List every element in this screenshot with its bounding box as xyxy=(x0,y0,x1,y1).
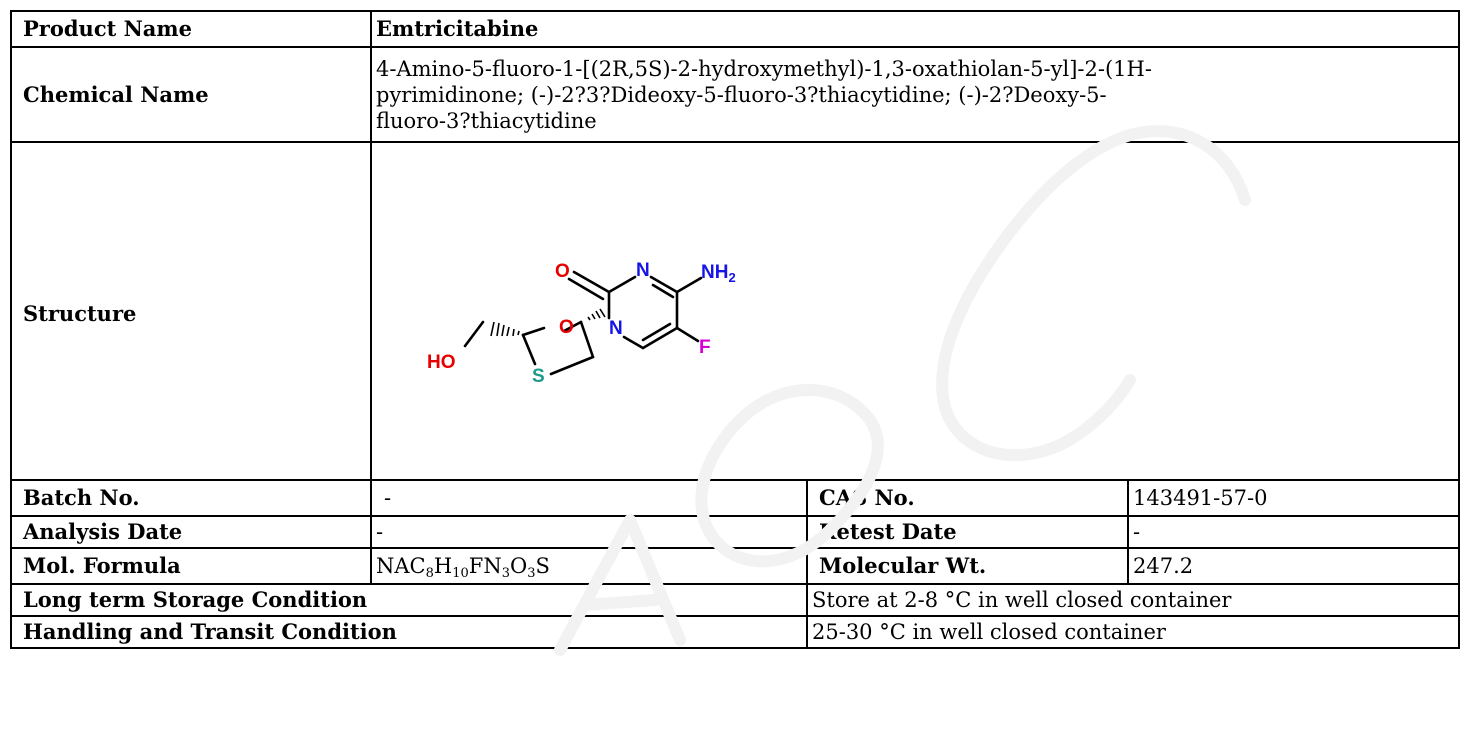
atom-nh2-main: NH xyxy=(701,262,728,283)
molecular-weight-value: 247.2 xyxy=(1126,547,1461,585)
formula-part: H xyxy=(433,554,453,578)
product-info-table: Product Name Emtricitabine Chemical Name… xyxy=(10,10,1461,649)
analysis-date-label: Analysis Date xyxy=(10,515,372,549)
chemical-name-line-3: fluoro-3?thiacytidine xyxy=(376,108,597,133)
atom-n3: N xyxy=(636,260,650,281)
formula-subscript: 10 xyxy=(452,566,469,581)
row-formula: Mol. Formula NAC8H10FN3O3S Molecular Wt.… xyxy=(10,547,1461,585)
atom-ho: HO xyxy=(427,352,456,373)
storage-condition-label: Long term Storage Condition xyxy=(10,583,808,617)
row-structure: Structure xyxy=(10,141,1461,481)
atom-f: F xyxy=(699,337,711,358)
chemical-name-line-1: 4-Amino-5-fluoro-1-[(2R,5S)-2-hydroxymet… xyxy=(376,56,1152,81)
molecular-weight-label: Molecular Wt. xyxy=(806,547,1129,585)
formula-subscript: 8 xyxy=(425,566,434,581)
mol-formula-label: Mol. Formula xyxy=(10,547,372,585)
mol-formula-value: NAC8H10FN3O3S xyxy=(370,547,808,585)
structure-cell: O N NH2 N O F HO S xyxy=(369,141,1461,481)
row-chemical-name: Chemical Name 4-Amino-5-fluoro-1-[(2R,5S… xyxy=(10,46,1461,143)
atom-nh2-subscript: 2 xyxy=(728,270,735,285)
formula-subscript: 3 xyxy=(527,566,536,581)
atom-s: S xyxy=(532,366,545,387)
structure-label: Structure xyxy=(10,141,372,481)
chemical-name-value: 4-Amino-5-fluoro-1-[(2R,5S)-2-hydroxymet… xyxy=(369,46,1461,143)
formula-part: S xyxy=(535,554,550,578)
chemical-structure-image: O N NH2 N O F HO S xyxy=(427,260,736,387)
formula-part: O xyxy=(510,554,528,578)
row-batch: Batch No. - CAS No. 143491-57-0 xyxy=(10,479,1461,517)
formula-subscript: 3 xyxy=(501,566,510,581)
formula-part: NAC xyxy=(376,554,426,578)
product-name-value: Emtricitabine xyxy=(369,10,1461,48)
chemical-name-line-2: pyrimidinone; (-)-2?3?Dideoxy-5-fluoro-3… xyxy=(376,82,1107,107)
transit-condition-value: 25-30 °C in well closed container xyxy=(805,615,1461,649)
cas-label: CAS No. xyxy=(806,479,1129,517)
atom-o-carbonyl: O xyxy=(555,261,570,282)
row-storage: Long term Storage Condition Store at 2-8… xyxy=(10,583,1461,617)
row-product-name: Product Name Emtricitabine xyxy=(10,10,1461,48)
atom-n1: N xyxy=(609,318,623,339)
analysis-date-value: - xyxy=(370,515,808,549)
formula-part: FN xyxy=(468,554,502,578)
storage-condition-value: Store at 2-8 °C in well closed container xyxy=(805,583,1461,617)
cas-value: 143491-57-0 xyxy=(1126,479,1461,517)
product-name-label: Product Name xyxy=(10,10,372,48)
atom-o-ring: O xyxy=(559,317,574,338)
transit-condition-label: Handling and Transit Condition xyxy=(10,615,808,649)
atom-nh2: NH2 xyxy=(701,262,736,285)
batch-value: - xyxy=(370,479,808,517)
structure-image-wrap: O N NH2 N O F HO S xyxy=(376,144,1454,478)
row-analysis-date: Analysis Date - Retest Date - xyxy=(10,515,1461,549)
retest-date-label: Retest Date xyxy=(806,515,1129,549)
batch-label: Batch No. xyxy=(10,479,372,517)
row-transit: Handling and Transit Condition 25-30 °C … xyxy=(10,615,1461,649)
chemical-name-label: Chemical Name xyxy=(10,46,372,143)
retest-date-value: - xyxy=(1126,515,1461,549)
